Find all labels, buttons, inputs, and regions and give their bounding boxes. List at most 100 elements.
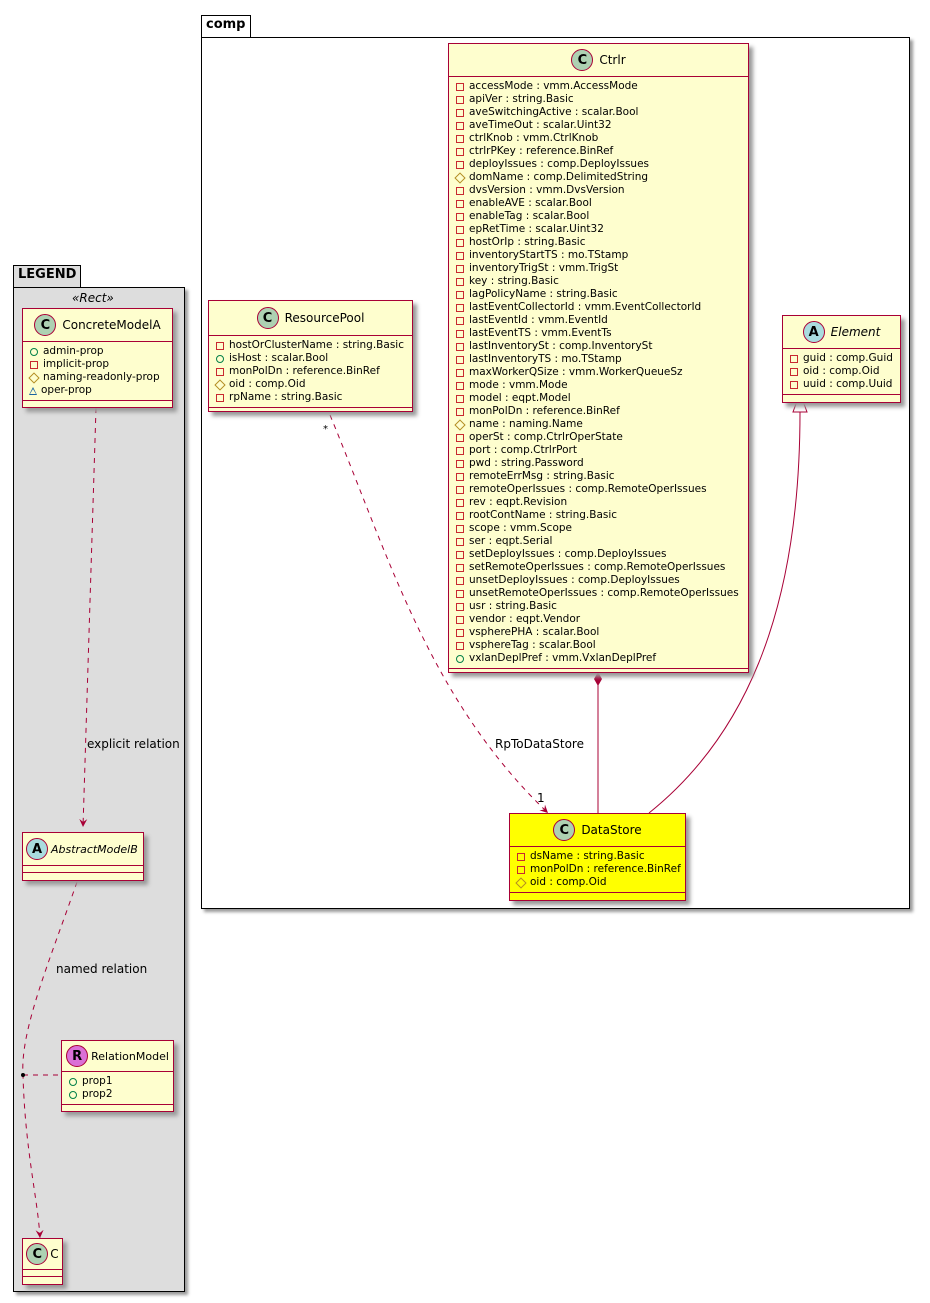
- relation-class-icon: R: [66, 1045, 89, 1067]
- attribute-text: accessMode : vmm.AccessMode: [469, 80, 638, 92]
- attribute-text: unsetDeployIssues : comp.DeployIssues: [469, 574, 680, 586]
- attribute-text: model : eqpt.Model: [469, 392, 571, 404]
- private-visibility-icon: [456, 277, 464, 286]
- attribute-row: setRemoteOperIssues : comp.RemoteOperIss…: [455, 561, 742, 574]
- attribute-text: vxlanDeplPref : vmm.VxlanDeplPref: [469, 652, 657, 664]
- class-icon: C: [553, 819, 576, 841]
- class-c[interactable]: C C: [22, 1238, 63, 1285]
- private-visibility-icon: [456, 641, 464, 650]
- private-visibility-icon: [456, 537, 464, 546]
- attribute-text: ctrlrPKey : reference.BinRef: [469, 145, 614, 157]
- attribute-text: hostOrIp : string.Basic: [469, 236, 586, 248]
- attribute-row: lastEventId : vmm.EventId: [455, 314, 742, 327]
- attribute-text: unsetRemoteOperIssues : comp.RemoteOperI…: [469, 587, 739, 599]
- attribute-row: hostOrClusterName : string.Basic: [215, 339, 406, 352]
- attribute-row: hostOrIp : string.Basic: [455, 236, 742, 249]
- attribute-row: mode : vmm.Mode: [455, 379, 742, 392]
- private-visibility-icon: [456, 316, 464, 325]
- attribute-row: port : comp.CtrlrPort: [455, 444, 742, 457]
- private-visibility-icon: [456, 238, 464, 247]
- private-visibility-icon: [456, 290, 464, 299]
- class-resourcepool[interactable]: C ResourcePool hostOrClusterName : strin…: [208, 300, 413, 412]
- public-visibility-icon: [30, 347, 38, 356]
- attribute-row: deployIssues : comp.DeployIssues: [455, 158, 742, 171]
- private-visibility-icon: [456, 459, 464, 468]
- attribute-row: ctrlrPKey : reference.BinRef: [455, 145, 742, 158]
- attribute-row: oid : comp.Oid: [214, 378, 406, 391]
- attribute-row: remoteOperIssues : comp.RemoteOperIssues: [455, 483, 742, 496]
- attribute-row: scope : vmm.Scope: [455, 522, 742, 535]
- attribute-row: vxlanDeplPref : vmm.VxlanDeplPref: [455, 652, 742, 665]
- private-visibility-icon: [456, 212, 464, 221]
- attribute-row: rev : eqpt.Revision: [455, 496, 742, 509]
- private-visibility-icon: [456, 381, 464, 390]
- class-name: Element: [830, 325, 881, 339]
- relation-label-named: named relation: [56, 962, 148, 976]
- private-visibility-icon: [456, 628, 464, 637]
- attribute-row: rpName : string.Basic: [215, 391, 406, 404]
- class-name: Ctrlr: [599, 53, 626, 67]
- private-visibility-icon: [456, 225, 464, 234]
- attribute-row: naming-readonly-prop: [28, 371, 166, 384]
- attribute-text: uuid : comp.Uuid: [803, 378, 893, 390]
- attribute-row: uuid : comp.Uuid: [789, 378, 894, 391]
- attribute-text: key : string.Basic: [469, 275, 559, 287]
- edge-element-datastore: [648, 411, 801, 814]
- private-visibility-icon: [456, 368, 464, 377]
- attribute-row: usr : string.Basic: [455, 600, 742, 613]
- attribute-text: oid : comp.Oid: [803, 365, 880, 377]
- class-abstractmodelb[interactable]: A AbstractModelB: [22, 832, 144, 881]
- attribute-text: oper-prop: [41, 384, 92, 396]
- attribute-row: isHost : scalar.Bool: [215, 352, 406, 365]
- private-visibility-icon: [456, 82, 464, 91]
- package-tab-legend: LEGEND: [13, 265, 82, 287]
- attribute-text: vspherePHA : scalar.Bool: [469, 626, 600, 638]
- attribute-row: implicit-prop: [29, 358, 166, 371]
- attribute-text: hostOrClusterName : string.Basic: [229, 339, 404, 351]
- private-visibility-icon: [790, 367, 798, 376]
- attribute-text: port : comp.CtrlrPort: [469, 444, 577, 456]
- package-visibility-icon: [29, 386, 37, 395]
- mult-target-one: 1: [537, 791, 545, 805]
- attribute-row: lastEventCollectorId : vmm.EventCollecto…: [455, 301, 742, 314]
- class-icon: C: [256, 307, 279, 329]
- private-visibility-icon: [456, 511, 464, 520]
- attribute-text: pwd : string.Password: [469, 457, 584, 469]
- protected-visibility-icon: [28, 371, 40, 384]
- attribute-row: name : naming.Name: [454, 418, 742, 431]
- class-name: AbstractModelB: [51, 842, 138, 856]
- edge-resourcepool-datastore: [329, 414, 549, 814]
- attribute-row: unsetRemoteOperIssues : comp.RemoteOperI…: [455, 587, 742, 600]
- private-visibility-icon: [456, 134, 464, 143]
- private-visibility-icon: [456, 576, 464, 585]
- attribute-row: enableAVE : scalar.Bool: [455, 197, 742, 210]
- class-name: ResourcePool: [284, 311, 365, 325]
- attribute-row: ctrlKnob : vmm.CtrlKnob: [455, 132, 742, 145]
- public-visibility-icon: [216, 354, 224, 363]
- private-visibility-icon: [790, 354, 798, 363]
- package-legend: [13, 287, 185, 1292]
- relation-label-rptodatastore: RpToDataStore: [495, 737, 584, 751]
- attribute-row: oid : comp.Oid: [515, 876, 679, 889]
- attribute-text: mode : vmm.Mode: [469, 379, 568, 391]
- attribute-text: oid : comp.Oid: [229, 378, 306, 390]
- attribute-row: prop1: [68, 1075, 167, 1088]
- attribute-text: aveTimeOut : scalar.Uint32: [469, 119, 612, 131]
- attribute-row: dvsVersion : vmm.DvsVersion: [455, 184, 742, 197]
- attribute-text: operSt : comp.CtrlrOperState: [469, 431, 623, 443]
- private-visibility-icon: [456, 186, 464, 195]
- attribute-row: inventoryStartTS : mo.TStamp: [455, 249, 742, 262]
- private-visibility-icon: [456, 251, 464, 260]
- attribute-row: dsName : string.Basic: [516, 850, 679, 863]
- attribute-row: operSt : comp.CtrlrOperState: [455, 431, 742, 444]
- attribute-text: naming-readonly-prop: [43, 371, 160, 383]
- attribute-text: name : naming.Name: [469, 418, 583, 430]
- legend-stereotype: «Rect»: [72, 291, 114, 305]
